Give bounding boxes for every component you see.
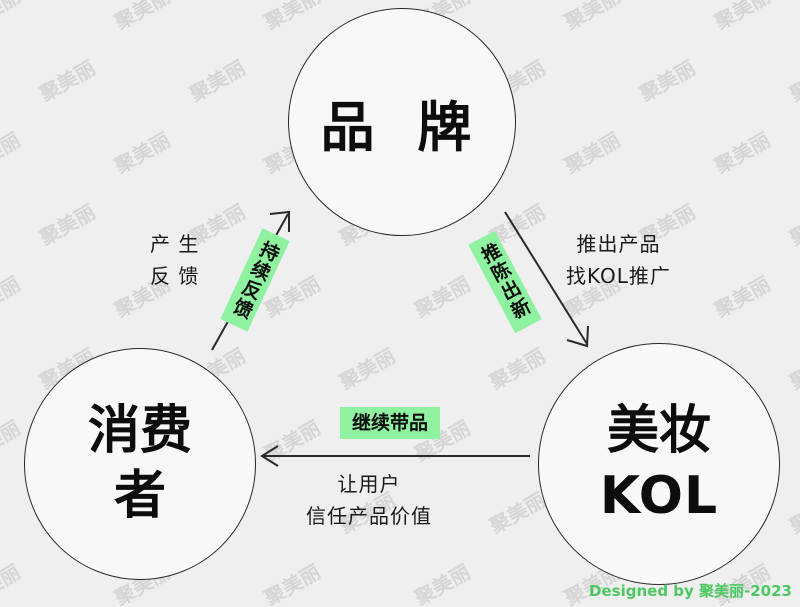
footer-credit: Designed by 聚美丽-2023 — [589, 582, 792, 600]
brand-to-kol-label-line2: 找KOL推广 — [566, 264, 671, 288]
kol-to-consumer-label: 让用户 信任产品价值 — [306, 468, 432, 532]
consumer-label-line2: 者 — [113, 466, 166, 526]
arrow-brand-to-kol — [504, 211, 588, 345]
kol-label-line1: 美妆 — [606, 401, 711, 461]
kol-to-consumer-tag: 继续带品 — [340, 407, 441, 439]
consumer-to-brand-label-line1: 产 生 — [150, 232, 200, 256]
arrow-kol-to-consumer-head — [260, 445, 279, 467]
brand-to-kol-label: 推出产品 找KOL推广 — [566, 228, 671, 292]
brand-node: 品 牌 — [288, 8, 516, 236]
arrow-consumer-to-brand-head — [269, 210, 290, 232]
consumer-label-line1: 消费 — [87, 401, 192, 461]
kol-label-line2: KOL — [599, 466, 719, 526]
kol-node: 美妆 KOL — [538, 343, 780, 585]
kol-to-consumer-label-line1: 让用户 — [337, 472, 401, 496]
arrow-brand-to-kol-head — [566, 325, 589, 348]
consumer-node: 消费 者 — [24, 348, 256, 580]
consumer-to-brand-label-line2: 反 馈 — [150, 264, 200, 288]
brand-label: 品 牌 — [320, 95, 484, 159]
brand-to-kol-label-line1: 推出产品 — [576, 232, 661, 256]
consumer-to-brand-label: 产 生 反 馈 — [150, 228, 199, 292]
kol-to-consumer-label-line2: 信任产品价值 — [306, 504, 432, 528]
